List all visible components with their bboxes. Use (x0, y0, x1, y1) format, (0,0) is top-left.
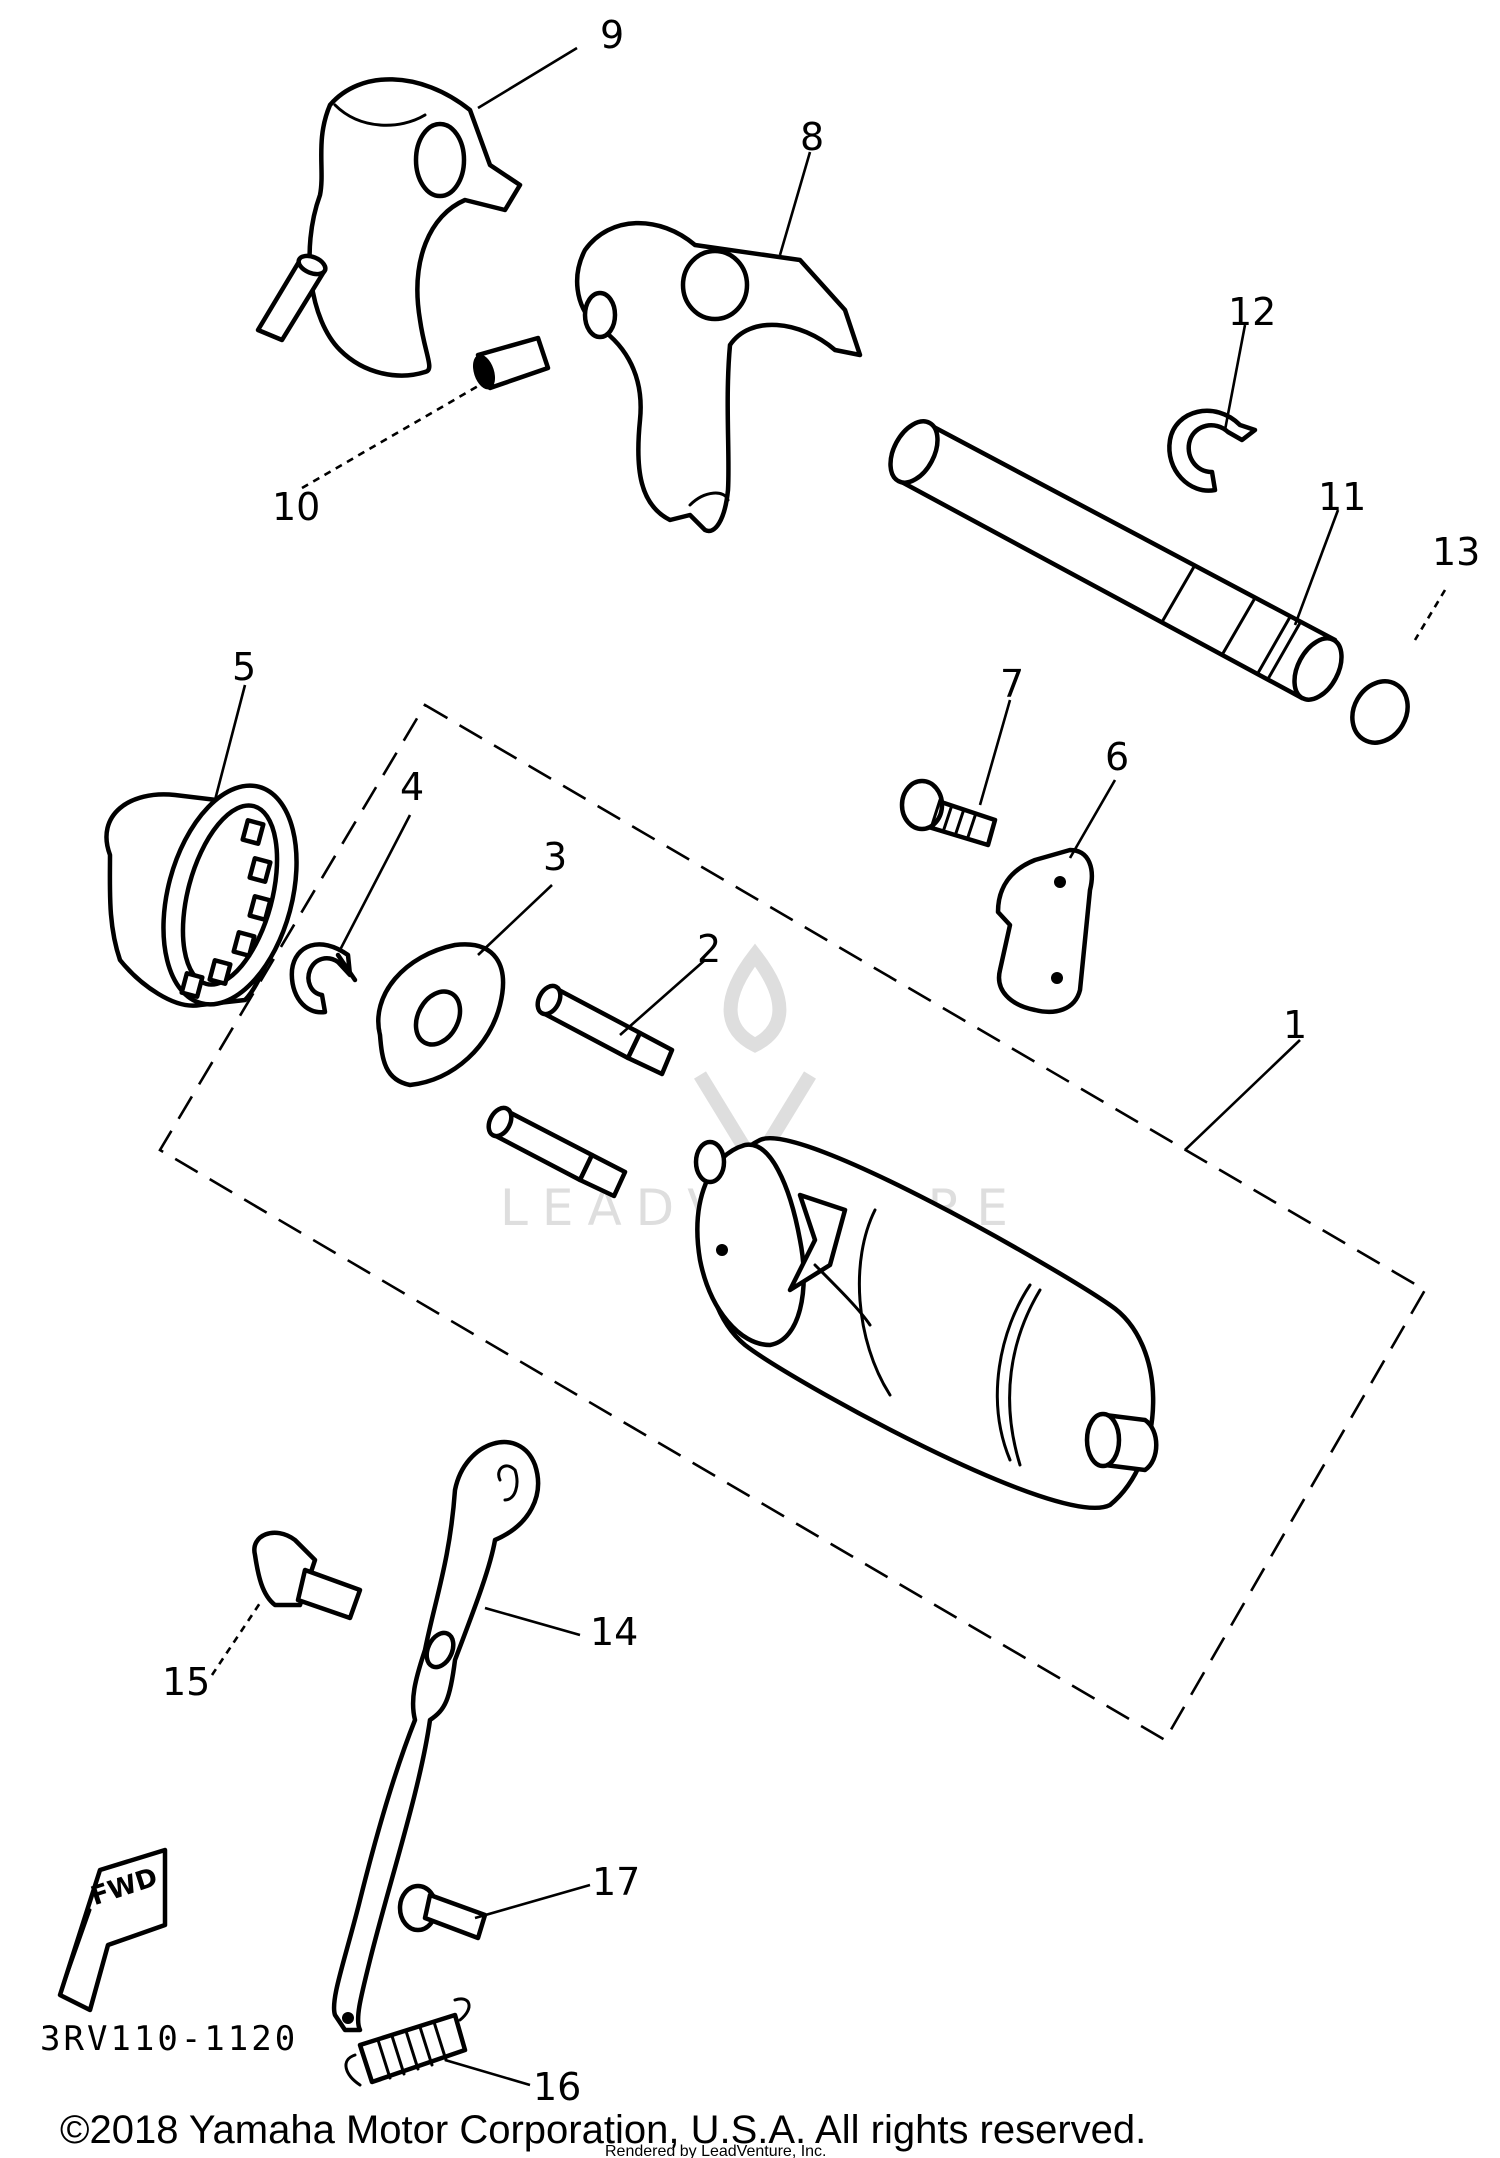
callout-4: 4 (400, 765, 424, 809)
part-9-shift-fork (307, 77, 523, 378)
part-10-pin-left (255, 253, 328, 343)
part-4-circlip (289, 942, 358, 1015)
part-13-o-ring (1350, 679, 1410, 745)
part-12-circlip (1167, 408, 1258, 493)
part-15-screw (252, 1530, 363, 1621)
callout-15: 15 (162, 1660, 210, 1704)
part-11-shift-shaft (888, 419, 1344, 702)
callout-16: 16 (533, 2065, 581, 2109)
part-5-bearing (104, 783, 299, 1008)
part-10-guide-pin (472, 335, 551, 391)
callout-17: 17 (592, 1860, 640, 1904)
callout-2: 2 (697, 927, 721, 971)
part-7-bolt (899, 778, 998, 848)
callout-8: 8 (800, 115, 824, 159)
part-2-pins (486, 983, 675, 1199)
part-1-shift-cam (693, 1136, 1159, 1510)
callout-numbers: 9 8 12 10 11 13 5 7 6 4 3 2 1 15 14 17 1… (162, 13, 1480, 2109)
callout-7: 7 (1000, 662, 1024, 706)
part-6-stopper-plate (995, 847, 1095, 1015)
callout-10: 10 (272, 485, 320, 529)
leader-lines (210, 46, 1447, 2087)
diagram-reference-code: 3RV110-1120 (40, 2019, 298, 2059)
assembly-box-1 (158, 703, 1427, 1742)
part-16-spring (344, 1997, 471, 2087)
fwd-arrow-icon: FWD (57, 1847, 168, 2013)
callout-14: 14 (590, 1610, 638, 1654)
callout-1: 1 (1283, 1003, 1307, 1047)
part-17-bolt (397, 1883, 488, 1941)
callout-12: 12 (1228, 290, 1276, 334)
part-14-shift-arm (331, 1439, 541, 2033)
callout-5: 5 (232, 645, 256, 689)
callout-9: 9 (600, 13, 624, 57)
callout-3: 3 (543, 835, 567, 879)
part-8-shift-fork (574, 220, 863, 534)
watermark-logo-icon (694, 943, 816, 1179)
callout-6: 6 (1105, 735, 1129, 779)
part-3-washer (376, 942, 506, 1088)
copyright-notice: ©2018 Yamaha Motor Corporation, U.S.A. A… (60, 2108, 1146, 2152)
rendered-by-credit: Rendered by LeadVenture, Inc. (605, 2143, 827, 2158)
callout-13: 13 (1432, 530, 1480, 574)
callout-11: 11 (1318, 475, 1366, 519)
